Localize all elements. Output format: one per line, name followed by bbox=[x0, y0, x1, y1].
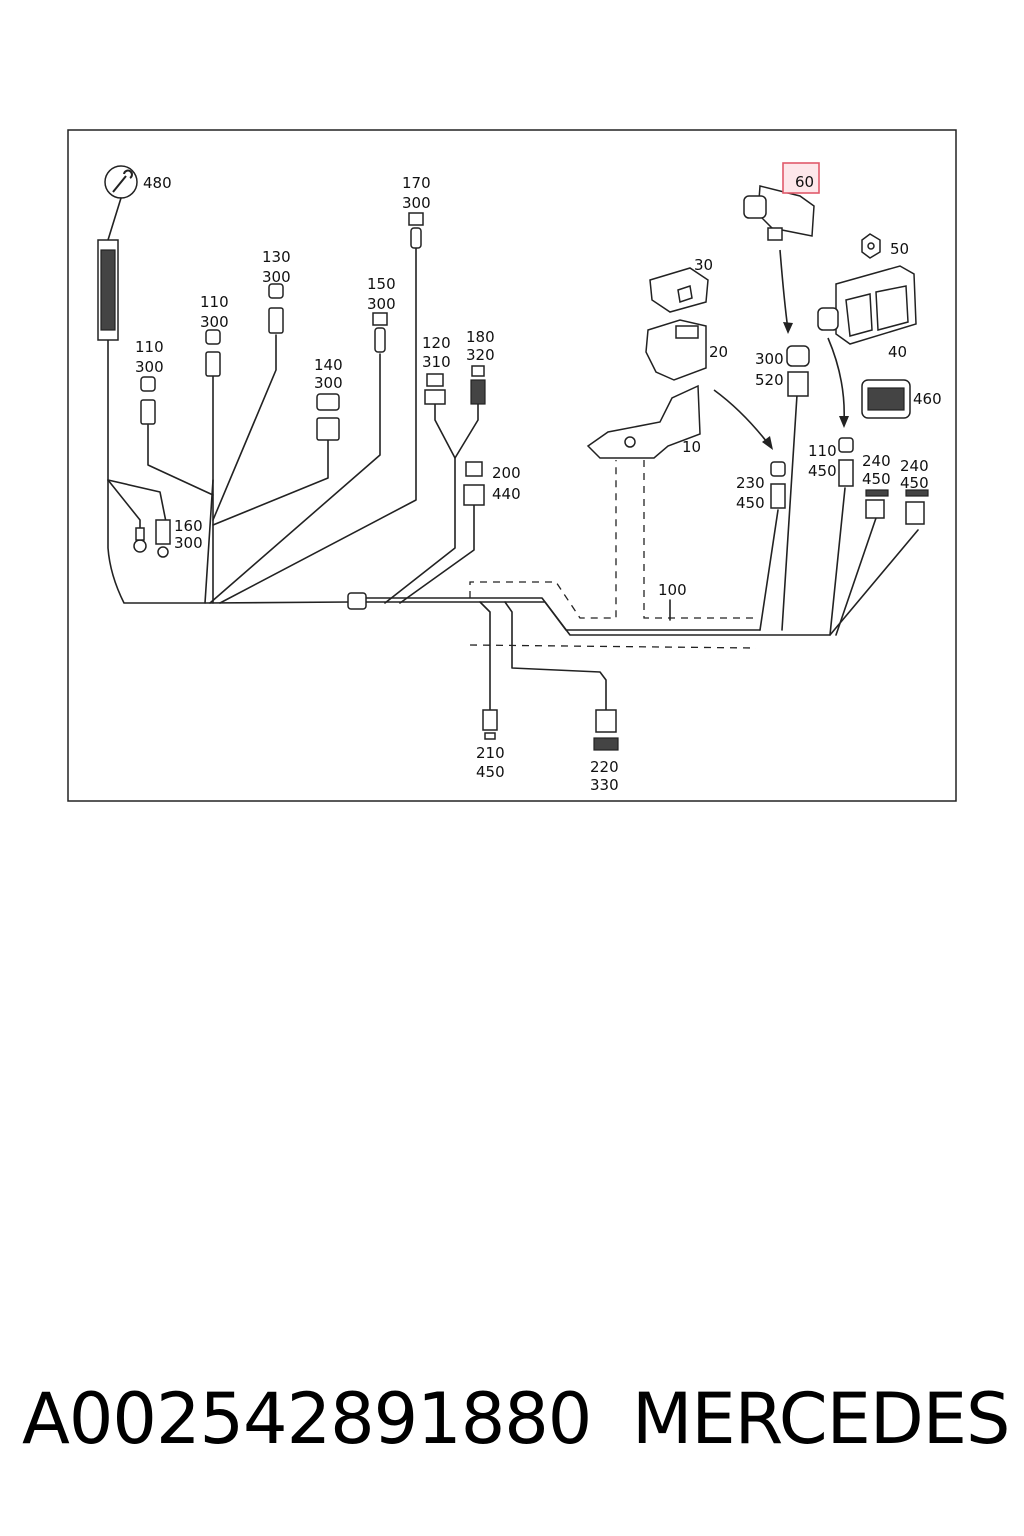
connector-240-a bbox=[865, 489, 889, 519]
diagram-frame bbox=[67, 129, 957, 802]
label-30: 30 bbox=[694, 256, 713, 274]
connector-170 bbox=[408, 212, 424, 249]
footer: A002542891880 MERCEDES bbox=[0, 1378, 1024, 1478]
label-40: 40 bbox=[888, 343, 907, 361]
label-100: 100 bbox=[658, 581, 687, 599]
connector-300-520 bbox=[786, 345, 810, 397]
label-240-b: 240 bbox=[900, 457, 929, 475]
connector-230 bbox=[770, 461, 786, 509]
connector-150 bbox=[372, 312, 388, 353]
label-20: 20 bbox=[709, 343, 728, 361]
assembly-arrows bbox=[713, 249, 849, 450]
callout-labels: 480 170 300 130 300 150 300 110 300 110 … bbox=[135, 173, 942, 794]
connector-120 bbox=[424, 373, 446, 405]
label-130-sub: 300 bbox=[262, 268, 291, 286]
label-480: 480 bbox=[143, 174, 172, 192]
label-230-sub: 450 bbox=[736, 494, 765, 512]
label-230: 230 bbox=[736, 474, 765, 492]
label-110-a-sub: 300 bbox=[135, 358, 164, 376]
label-110-a: 110 bbox=[135, 338, 164, 356]
control-unit-connector bbox=[97, 239, 119, 341]
connector-460 bbox=[861, 379, 911, 419]
label-120-sub: 310 bbox=[422, 353, 451, 371]
label-170-sub: 300 bbox=[402, 194, 431, 212]
highlight-box-60 bbox=[782, 162, 820, 194]
cover-30 bbox=[649, 267, 709, 313]
connector-110-b bbox=[205, 329, 221, 377]
label-50: 50 bbox=[890, 240, 909, 258]
label-10: 10 bbox=[682, 438, 701, 456]
label-110-b: 110 bbox=[200, 293, 229, 311]
tool-icon-480 bbox=[104, 165, 138, 241]
connector-110-c bbox=[838, 437, 854, 487]
connector-240-b bbox=[905, 489, 929, 525]
label-170: 170 bbox=[402, 174, 431, 192]
connector-130 bbox=[268, 283, 284, 334]
bracket-10 bbox=[586, 384, 701, 459]
label-180: 180 bbox=[466, 328, 495, 346]
label-150-sub: 300 bbox=[367, 295, 396, 313]
part-number: A002542891880 bbox=[22, 1378, 592, 1460]
label-60: 60 bbox=[795, 173, 814, 191]
label-210-sub: 450 bbox=[476, 763, 505, 781]
label-130: 130 bbox=[262, 248, 291, 266]
label-120: 120 bbox=[422, 334, 451, 352]
connector-200 bbox=[463, 461, 485, 506]
sensor-60 bbox=[743, 162, 820, 241]
label-240-b-sub: 450 bbox=[900, 474, 929, 492]
label-180-sub: 320 bbox=[466, 346, 495, 364]
relay-housing-40 bbox=[817, 265, 917, 345]
connector-160 bbox=[133, 519, 171, 558]
label-110-b-sub: 300 bbox=[200, 313, 229, 331]
label-300: 300 bbox=[755, 350, 784, 368]
label-240-a-sub: 450 bbox=[862, 470, 891, 488]
label-110-c-sub: 450 bbox=[808, 462, 837, 480]
label-210: 210 bbox=[476, 744, 505, 762]
label-240-a: 240 bbox=[862, 452, 891, 470]
relay-20 bbox=[645, 319, 707, 381]
label-160-sub: 300 bbox=[174, 534, 203, 552]
label-460: 460 bbox=[913, 390, 942, 408]
label-220-sub: 330 bbox=[590, 776, 619, 794]
dashed-lines bbox=[469, 460, 757, 649]
bottom-branches bbox=[479, 601, 607, 711]
label-200: 200 bbox=[492, 464, 521, 482]
nut-50 bbox=[861, 233, 881, 259]
connector-220 bbox=[593, 709, 619, 751]
label-200-sub: 440 bbox=[492, 485, 521, 503]
connector-180 bbox=[470, 365, 486, 405]
label-140-sub: 300 bbox=[314, 374, 343, 392]
brand-name: MERCEDES bbox=[632, 1378, 1010, 1460]
main-harness-trunk bbox=[107, 339, 919, 636]
label-160: 160 bbox=[174, 517, 203, 535]
connector-140 bbox=[316, 393, 340, 441]
connector-110-a bbox=[140, 376, 156, 425]
label-150: 150 bbox=[367, 275, 396, 293]
label-140: 140 bbox=[314, 356, 343, 374]
right-branches bbox=[759, 394, 877, 636]
label-110-c: 110 bbox=[808, 442, 837, 460]
label-220: 220 bbox=[590, 758, 619, 776]
connector-210 bbox=[482, 709, 498, 740]
label-520: 520 bbox=[755, 371, 784, 389]
